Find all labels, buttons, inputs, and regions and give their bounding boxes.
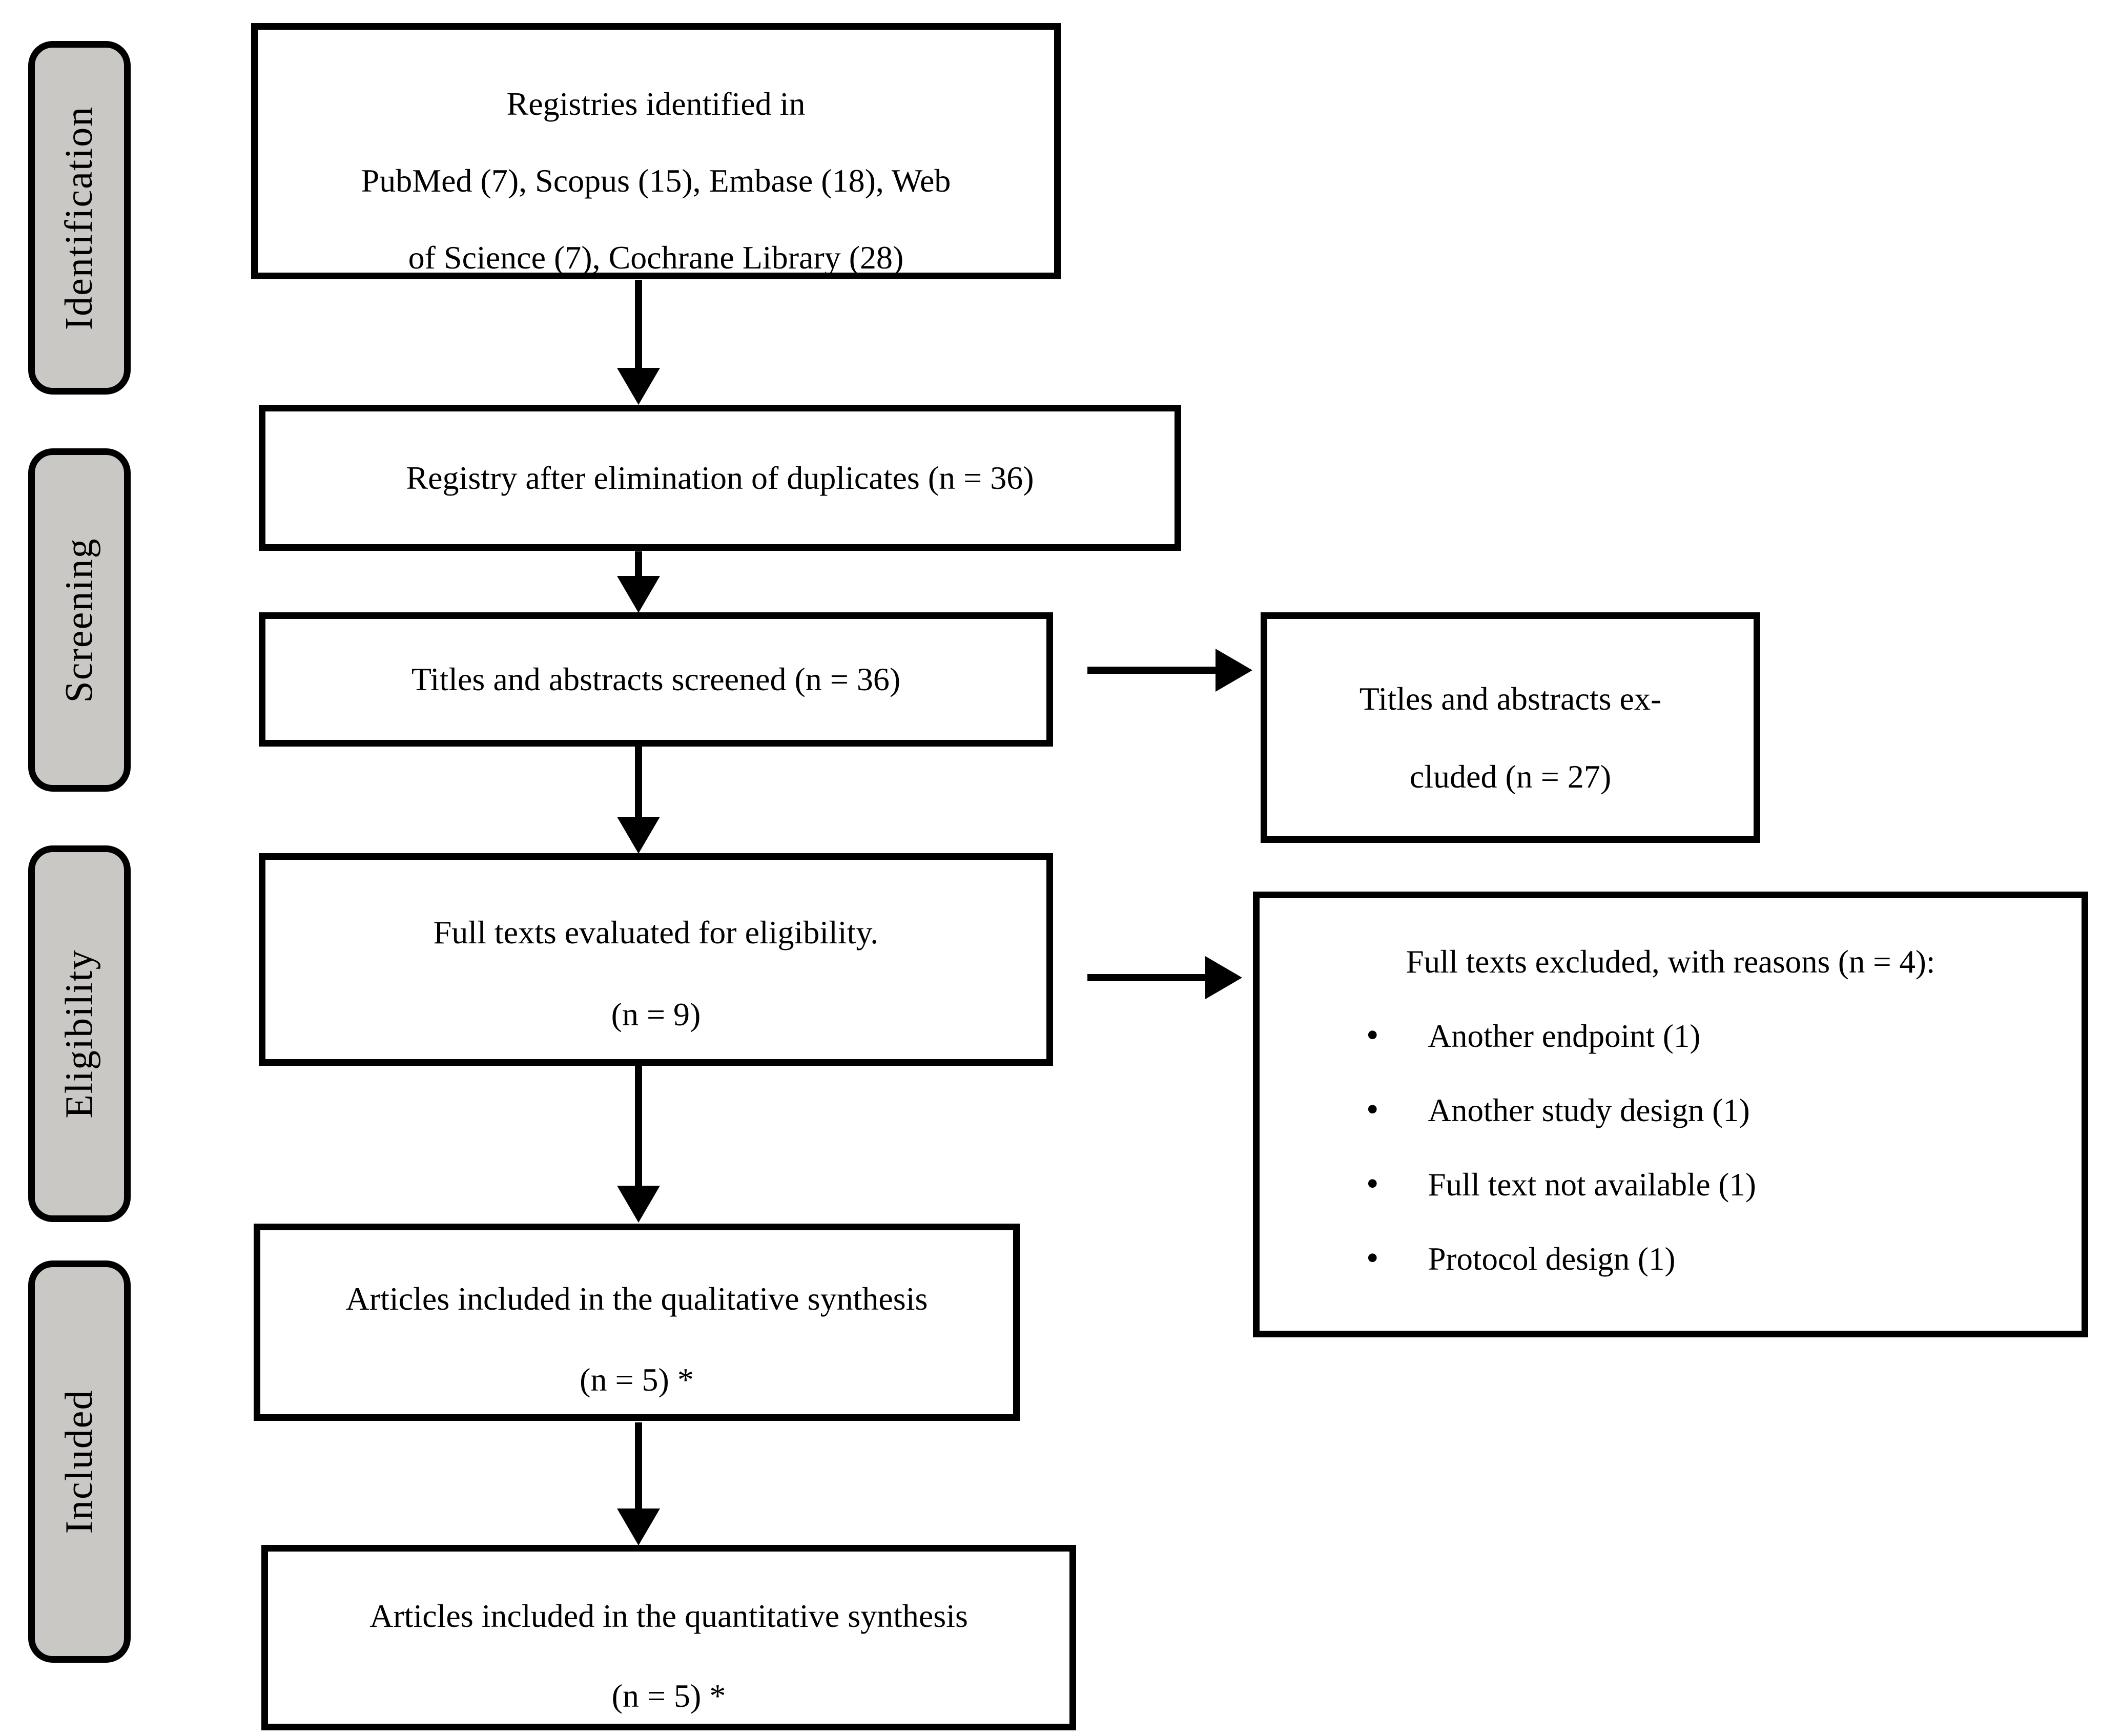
side-box-fulltext-excluded: Full texts excluded, with reasons (n = 4…: [1253, 892, 2088, 1337]
box-text-line: Articles included in the qualitative syn…: [345, 1280, 928, 1317]
box-text-line: Titles and abstracts screened (n = 36): [411, 661, 901, 697]
box-text-line: Titles and abstracts ex-: [1359, 680, 1662, 717]
arrow-head: [1205, 956, 1242, 999]
arrow-stem: [1087, 667, 1217, 674]
bullet-item-label: Protocol design (1): [1428, 1241, 1676, 1277]
arrow-stem: [635, 746, 642, 818]
box-text-line: (n = 5) *: [611, 1678, 726, 1714]
arrow-head: [617, 576, 660, 613]
arrow-stem: [635, 1066, 642, 1187]
arrow-down-icon: [616, 746, 661, 854]
bullet-icon: •: [1366, 1164, 1379, 1204]
stage-label-included: Included: [28, 1260, 131, 1663]
arrow-head: [1216, 649, 1252, 692]
exclusion-reason-item: • Another endpoint (1): [1306, 1012, 2035, 1059]
stage-label-identification: Identification: [28, 41, 131, 395]
flow-box-quantitative-synthesis: Articles included in the quantitative sy…: [261, 1545, 1076, 1730]
arrow-down-icon: [616, 1066, 661, 1223]
stage-label-text: Included: [57, 1389, 101, 1534]
arrow-stem: [635, 551, 642, 577]
bullet-icon: •: [1366, 1090, 1379, 1129]
arrow-head: [617, 1186, 660, 1223]
box-text-line: (n = 5) *: [580, 1361, 694, 1398]
arrow-stem: [635, 280, 642, 369]
flow-box-titles-abstracts-screened: Titles and abstracts screened (n = 36): [259, 612, 1053, 747]
box-text-line: PubMed (7), Scopus (15), Embase (18), We…: [361, 162, 951, 199]
flow-box-after-duplicates-removed: Registry after elimination of duplicates…: [259, 405, 1181, 551]
arrow-right-icon: [1087, 955, 1242, 1000]
flow-box-registries-identified: Registries identified in PubMed (7), Sco…: [251, 23, 1061, 279]
exclusion-reason-item: • Full text not available (1): [1306, 1161, 2035, 1208]
arrow-down-icon: [616, 551, 661, 613]
stage-label-text: Eligibility: [57, 949, 101, 1119]
side-box-abstracts-excluded: Titles and abstracts ex- cluded (n = 27): [1261, 612, 1760, 843]
flow-box-fulltext-evaluated: Full texts evaluated for eligibility. (n…: [259, 853, 1053, 1066]
exclusion-reasons-title: Full texts excluded, with reasons (n = 4…: [1406, 944, 1935, 980]
arrow-right-icon: [1087, 648, 1252, 693]
exclusion-reason-item: • Another study design (1): [1306, 1087, 2035, 1133]
arrow-head: [617, 1508, 660, 1545]
box-text-line: (n = 9): [611, 996, 701, 1032]
box-text-line: Registries identified in: [506, 86, 806, 122]
flow-box-qualitative-synthesis: Articles included in the qualitative syn…: [254, 1224, 1020, 1421]
bullet-item-label: Another study design (1): [1428, 1092, 1750, 1128]
stage-label-text: Screening: [57, 538, 101, 702]
stage-label-eligibility: Eligibility: [28, 845, 131, 1222]
stage-label-text: Identification: [57, 106, 101, 330]
arrow-down-icon: [616, 280, 661, 405]
arrow-head: [617, 817, 660, 854]
bullet-icon: •: [1366, 1016, 1379, 1055]
arrow-down-icon: [616, 1422, 661, 1545]
box-text-line: of Science (7), Cochrane Library (28): [408, 239, 904, 276]
exclusion-reason-item: • Protocol design (1): [1306, 1235, 2035, 1282]
arrow-stem: [635, 1422, 642, 1510]
box-text-line: cluded (n = 27): [1409, 758, 1612, 795]
stage-label-screening: Screening: [28, 448, 131, 792]
bullet-item-label: Another endpoint (1): [1428, 1018, 1701, 1054]
bullet-item-label: Full text not available (1): [1428, 1167, 1756, 1203]
arrow-head: [617, 368, 660, 405]
bullet-icon: •: [1366, 1238, 1379, 1278]
box-text-line: Registry after elimination of duplicates…: [406, 459, 1034, 496]
box-text-line: Full texts evaluated for eligibility.: [433, 914, 879, 950]
box-text-line: Articles included in the quantitative sy…: [369, 1598, 968, 1634]
arrow-stem: [1087, 974, 1206, 981]
